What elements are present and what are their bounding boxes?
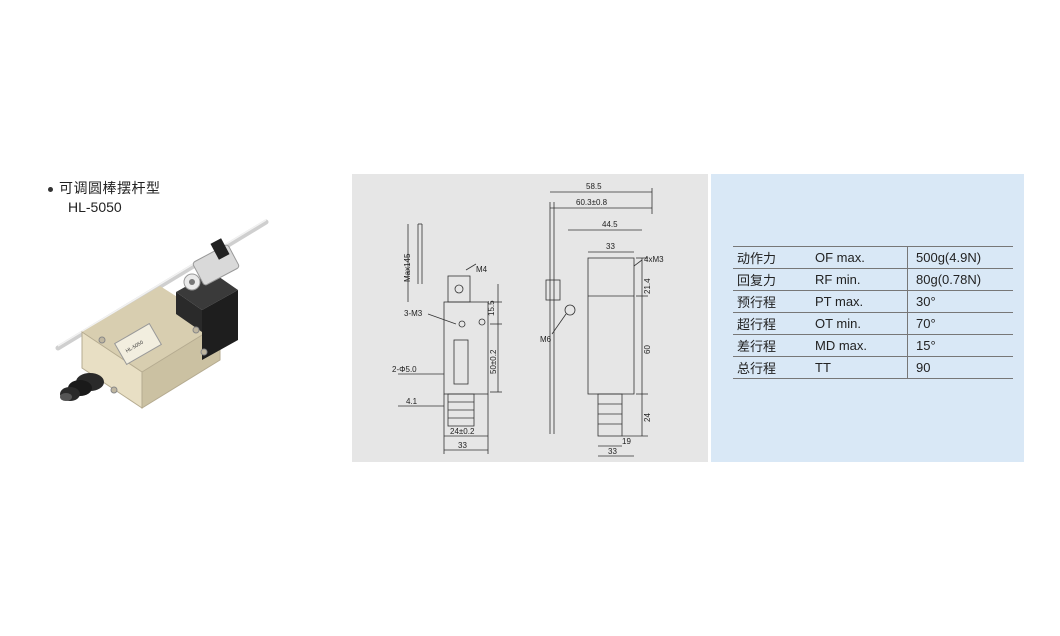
front-view <box>398 223 502 454</box>
dim-m6: M6 <box>540 335 552 344</box>
dim-4xm3: 4xM3 <box>644 255 664 264</box>
product-label <box>113 322 163 366</box>
spec-symbol: PT max. <box>811 290 908 313</box>
dim-24: 24±0.2 <box>450 427 475 436</box>
dim-44-5: 44.5 <box>602 220 618 229</box>
product-model: HL-5050 <box>68 199 122 215</box>
dim-4-1: 4.1 <box>406 397 418 406</box>
product-photo: HL-5050 <box>55 219 269 409</box>
dim-58-5: 58.5 <box>586 182 602 191</box>
dim-19: 19 <box>622 437 631 446</box>
dim-21-4: 21.4 <box>643 278 652 294</box>
spec-symbol: MD max. <box>811 334 908 357</box>
dim-3m3: 3-M3 <box>404 309 423 318</box>
dim-33-side: 33 <box>608 447 617 456</box>
dimension-drawing: Max145 M4 3-M3 15.5 50±0.2 2-Φ5.0 4.1 24… <box>392 182 664 457</box>
side-view <box>545 188 653 457</box>
spec-value: 70° <box>907 312 1013 335</box>
spec-name: 差行程 <box>733 334 811 357</box>
spec-value: 80g(0.78N) <box>907 268 1013 291</box>
spec-symbol: RF min. <box>811 268 908 291</box>
spec-name: 回复力 <box>733 268 811 291</box>
spec-name: 动作力 <box>733 246 811 269</box>
dim-33-front: 33 <box>458 441 467 450</box>
spec-symbol: OF max. <box>811 246 908 269</box>
dim-60: 60 <box>643 345 652 354</box>
spec-value: 30° <box>907 290 1013 313</box>
spec-name: 预行程 <box>733 290 811 313</box>
dim-60-3: 60.3±0.8 <box>576 198 608 207</box>
spec-name: 超行程 <box>733 312 811 335</box>
switch-head <box>176 272 238 310</box>
product-title: 可调圆棒摆杆型 <box>48 178 161 198</box>
dim-phi5: 2-Φ5.0 <box>392 365 417 374</box>
spec-symbol: OT min. <box>811 312 908 335</box>
spec-value: 15° <box>907 334 1013 357</box>
dim-50: 50±0.2 <box>489 349 498 374</box>
drawing-panel: Max145 M4 3-M3 15.5 50±0.2 2-Φ5.0 4.1 24… <box>352 174 708 462</box>
spec-name: 总行程 <box>733 356 811 379</box>
dim-15-5: 15.5 <box>487 300 496 316</box>
bullet-dot <box>48 186 53 192</box>
product-title-text: 可调圆棒摆杆型 <box>59 181 161 197</box>
dim-m4: M4 <box>476 265 488 274</box>
spec-symbol: TT <box>811 356 908 379</box>
spec-value: 90 <box>907 356 1013 379</box>
dim-33-top: 33 <box>606 242 615 251</box>
dim-24-side: 24 <box>643 413 652 422</box>
spec-value: 500g(4.9N) <box>907 246 1013 269</box>
dim-max145: Max145 <box>403 253 412 282</box>
